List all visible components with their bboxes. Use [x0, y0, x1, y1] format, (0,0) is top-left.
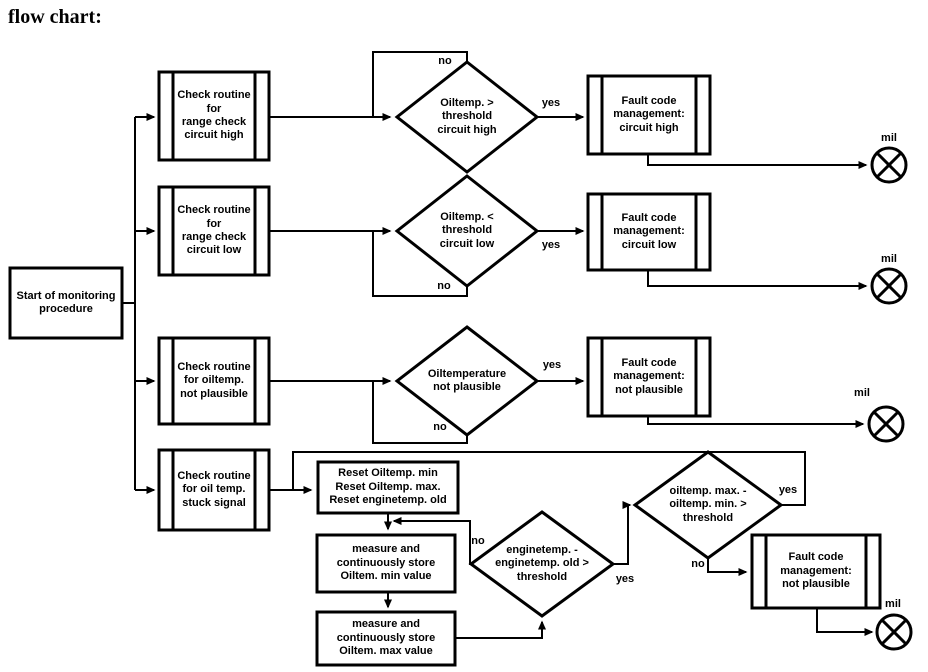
- fault-circuit-low-label: Fault code management: circuit low: [613, 211, 685, 251]
- decision-oiltemp-range-label: oiltemp. max. - oiltemp. min. > threshol…: [669, 484, 747, 524]
- check-not-plausible-box: [157, 336, 271, 426]
- mil-label-2: mil: [881, 253, 897, 265]
- connector-no-loop-3: [372, 381, 468, 444]
- check-stuck-signal-label: Check routine for oil temp. stuck signal: [177, 469, 251, 509]
- decision-circuit-high-label: Oiltemp. > threshold circuit high: [437, 96, 497, 136]
- measure-max-box: [315, 610, 457, 667]
- check-circuit-high-box: [157, 70, 271, 162]
- connector-right-no-to-fault4: [707, 558, 748, 576]
- mil-indicator-4: [875, 613, 913, 651]
- reset-box: [316, 460, 460, 515]
- mil-indicator-2: [870, 267, 908, 305]
- fault-circuit-high-label: Fault code management: circuit high: [613, 94, 685, 134]
- measure-min-box: [315, 533, 457, 594]
- decision-enginetemp-diamond: [468, 510, 616, 618]
- no-label-5: no: [691, 558, 705, 570]
- decision-circuit-high-diamond: [394, 60, 540, 174]
- fault-circuit-high-box: [586, 74, 712, 156]
- connector-no-loop-1: [372, 51, 468, 117]
- yes-label-5: yes: [778, 484, 798, 496]
- connector-fault1-to-mil1: [647, 154, 868, 169]
- node-shapes: [8, 60, 913, 667]
- measure-max-label: measure and continuously store Oiltem. m…: [336, 618, 436, 658]
- no-label-2: no: [437, 280, 451, 292]
- decision-circuit-low-diamond: [394, 174, 540, 288]
- mil-label-3: mil: [854, 387, 870, 399]
- no-label-3: no: [433, 421, 447, 433]
- check-circuit-low-label: Check routine for range check circuit lo…: [177, 204, 251, 257]
- reset-node-label: Reset Oiltemp. min Reset Oiltemp. max. R…: [329, 467, 447, 507]
- mil-label-1: mil: [881, 132, 897, 144]
- yes-label-2: yes: [541, 239, 561, 251]
- yes-label-4: yes: [615, 573, 635, 585]
- fault-circuit-low-box: [586, 192, 712, 272]
- check-not-plausible-label: Check routine for oiltemp. not plausible: [177, 360, 251, 400]
- decision-oiltemp-range-diamond: [632, 450, 784, 560]
- connector-mid-yes: [613, 501, 632, 565]
- fault-not-plausible-label-a: Fault code management: not plausible: [613, 356, 685, 396]
- connector-no-loop-2: [372, 231, 468, 297]
- connector-fault2-to-mil2: [647, 270, 868, 290]
- fault-not-plausible-label-b: Fault code management: not plausible: [780, 551, 852, 591]
- yes-label-1: yes: [541, 97, 561, 109]
- decision-circuit-low-label: Oiltemp. < threshold circuit low: [439, 210, 495, 250]
- no-label-1: no: [438, 55, 452, 67]
- mil-label-4: mil: [885, 598, 901, 610]
- yes-label-3: yes: [542, 359, 562, 371]
- measure-min-label: measure and continuously store Oiltem. m…: [336, 543, 436, 583]
- check-stuck-signal-box: [157, 448, 271, 532]
- page-title: flow chart:: [8, 6, 102, 28]
- mil-indicator-3: [867, 405, 905, 443]
- fault-not-plausible-box-b: [750, 533, 882, 610]
- start-box: [8, 266, 124, 340]
- connector-fault4-to-mil4: [816, 608, 874, 636]
- no-label-4: no: [471, 535, 485, 547]
- start-node-label: Start of monitoring procedure: [16, 289, 116, 315]
- decision-enginetemp-label: enginetemp. - enginetemp. old > threshol…: [495, 543, 589, 583]
- connector-yes-feedback: [292, 451, 806, 506]
- decision-not-plausible-label: Oiltemperature not plausible: [427, 367, 507, 393]
- connector-max-to-decision-mid: [455, 620, 546, 639]
- decision-not-plausible-diamond: [394, 325, 540, 437]
- mil-indicator-1: [870, 146, 908, 184]
- connector-fault3-to-mil3: [647, 416, 865, 428]
- check-circuit-high-label: Check routine for range check circuit hi…: [177, 89, 251, 142]
- fault-not-plausible-box-a: [586, 336, 712, 418]
- check-circuit-low-box: [157, 185, 271, 277]
